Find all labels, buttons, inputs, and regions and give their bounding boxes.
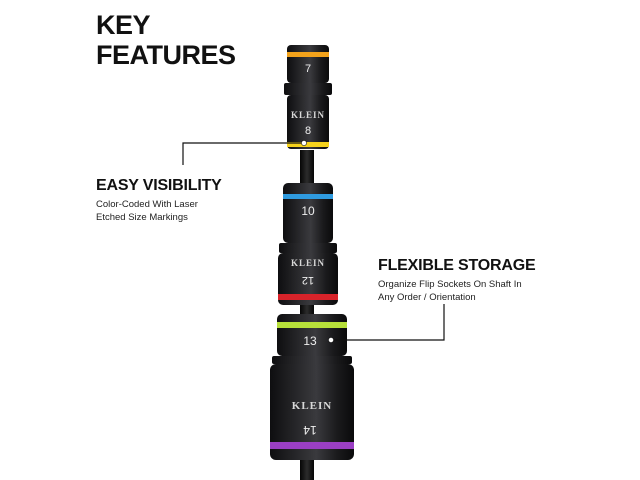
flexible-storage-desc-line-2: Any Order / Orientation <box>378 292 476 303</box>
heading-line-1: KEY <box>96 10 151 40</box>
color-band-green <box>277 322 347 328</box>
color-band-yellow <box>287 142 329 147</box>
easy-visibility-desc-line-2: Etched Size Markings <box>96 212 188 223</box>
socket-size-14: 14 <box>303 423 317 437</box>
color-band-blue <box>283 194 333 199</box>
socket-size-7: 7 <box>305 63 311 75</box>
color-band-orange <box>287 52 329 57</box>
easy-visibility-title: EASY VISIBILITY <box>96 177 222 194</box>
socket-size-10: 10 <box>301 204 315 218</box>
flexible-storage-desc-line-1: Organize Flip Sockets On Shaft In <box>378 279 522 290</box>
heading-line-2: FEATURES <box>96 40 236 70</box>
callout-line-visibility <box>182 140 307 165</box>
callout-line-storage <box>328 304 445 343</box>
flexible-storage-description: Organize Flip Sockets On Shaft In Any Or… <box>378 278 522 304</box>
socket-size-12: 12 <box>302 274 314 286</box>
easy-visibility-desc-line-1: Color-Coded With Laser <box>96 199 198 210</box>
socket-size-13: 13 <box>303 334 317 348</box>
socket-13-14: 13 KLEIN 14 <box>270 314 354 460</box>
color-band-red <box>278 294 338 300</box>
brand-logo-3: KLEIN <box>292 400 332 412</box>
flexible-storage-title: FLEXIBLE STORAGE <box>378 257 536 274</box>
socket-7-8: 7 KLEIN 8 <box>284 45 332 149</box>
color-band-purple <box>270 442 354 449</box>
socket-10-12: 10 KLEIN 12 <box>278 183 338 305</box>
socket-size-8: 8 <box>305 125 311 137</box>
brand-logo-1: KLEIN <box>291 110 325 120</box>
brand-logo-2: KLEIN <box>291 258 325 268</box>
easy-visibility-description: Color-Coded With Laser Etched Size Marki… <box>96 198 198 224</box>
key-features-heading: KEY FEATURES <box>96 10 236 70</box>
